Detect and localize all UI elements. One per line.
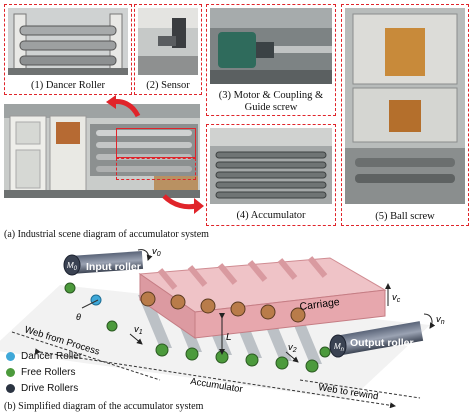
legend-label: Free Rollers bbox=[21, 367, 76, 378]
vn-label: vn bbox=[436, 314, 445, 326]
input-roller-rotation-arrow bbox=[137, 249, 153, 261]
v0-label: v0 bbox=[152, 246, 161, 258]
dancer-roller bbox=[90, 294, 102, 306]
dancer-roller-legend-icon bbox=[6, 352, 15, 361]
v1-arrow bbox=[129, 333, 143, 345]
drive-roller-legend-icon bbox=[6, 384, 15, 393]
dancer-roller-photo bbox=[8, 8, 128, 75]
caption-motor-line2: Guide screw bbox=[244, 102, 298, 113]
arrow-to-accumulator-icon bbox=[162, 194, 204, 214]
v1-label: v1 bbox=[134, 324, 143, 336]
output-roller-rotation-arrow bbox=[423, 313, 436, 329]
legend-free-rollers: Free Rollers bbox=[6, 367, 75, 378]
output-roller-label: Output roller bbox=[350, 337, 414, 349]
caption-accumulator-photo: (4) Accumulator bbox=[236, 210, 306, 221]
ball-screw-photo bbox=[345, 8, 465, 204]
accumulator-diagram: Input roller M0 v0 Output roller Mn vn θ… bbox=[0, 246, 445, 409]
legend-label: Drive Rollers bbox=[21, 383, 79, 394]
ball-screw-illustration bbox=[345, 8, 465, 204]
panel-accumulator: (4) Accumulator bbox=[206, 124, 336, 226]
panel-motor: (3) Motor & Coupling & Guide screw bbox=[206, 4, 336, 116]
caption-sensor: (2) Sensor bbox=[146, 80, 190, 91]
dancer-arm bbox=[81, 299, 99, 309]
accumulator-photo bbox=[210, 128, 332, 204]
m0-label: M0 bbox=[67, 261, 78, 272]
accumulator-illustration bbox=[210, 128, 332, 204]
input-roller bbox=[63, 250, 144, 276]
machine-highlight-box-bottom bbox=[116, 158, 196, 180]
motor-photo bbox=[210, 8, 332, 84]
legend-drive-rollers: Drive Rollers bbox=[6, 383, 78, 394]
caption-b: (b) Simplified diagram of the accumulato… bbox=[4, 401, 204, 412]
dancer-roller-illustration bbox=[8, 8, 128, 75]
sensor-illustration bbox=[138, 8, 198, 75]
caption-ball-screw: (5) Ball screw bbox=[375, 211, 435, 222]
theta-label: θ bbox=[76, 312, 81, 322]
panel-dancer-roller: (1) Dancer Roller bbox=[4, 4, 132, 95]
carriage-block bbox=[138, 256, 387, 339]
panel-ball-screw: (5) Ball screw bbox=[341, 4, 469, 226]
caption-a: (a) Industrial scene diagram of accumula… bbox=[4, 229, 209, 240]
legend-dancer-roller: Dancer Roller bbox=[6, 351, 82, 362]
motor-illustration bbox=[210, 8, 332, 84]
arrow-to-dancer-icon bbox=[106, 95, 141, 118]
legend-label: Dancer Roller bbox=[21, 351, 83, 362]
input-roller-label: Input roller bbox=[86, 261, 141, 273]
panel-sensor: (2) Sensor bbox=[134, 4, 202, 95]
machine-highlight-box-top bbox=[116, 128, 196, 158]
carriage-label: Carriage bbox=[299, 296, 341, 313]
free-roller-legend-icon bbox=[6, 368, 15, 377]
sensor-photo bbox=[138, 8, 198, 75]
L-label: L bbox=[226, 332, 232, 343]
main-machine-photo bbox=[4, 104, 200, 198]
vc-label: vc bbox=[392, 292, 401, 304]
v2-label: v2 bbox=[288, 342, 297, 354]
web-to-rewind-line bbox=[299, 379, 421, 399]
carriage-rollers bbox=[140, 291, 306, 323]
caption-dancer-roller: (1) Dancer Roller bbox=[30, 80, 106, 91]
caption-motor-line1: (3) Motor & Coupling & bbox=[218, 90, 324, 101]
v2-arrow bbox=[285, 351, 299, 363]
